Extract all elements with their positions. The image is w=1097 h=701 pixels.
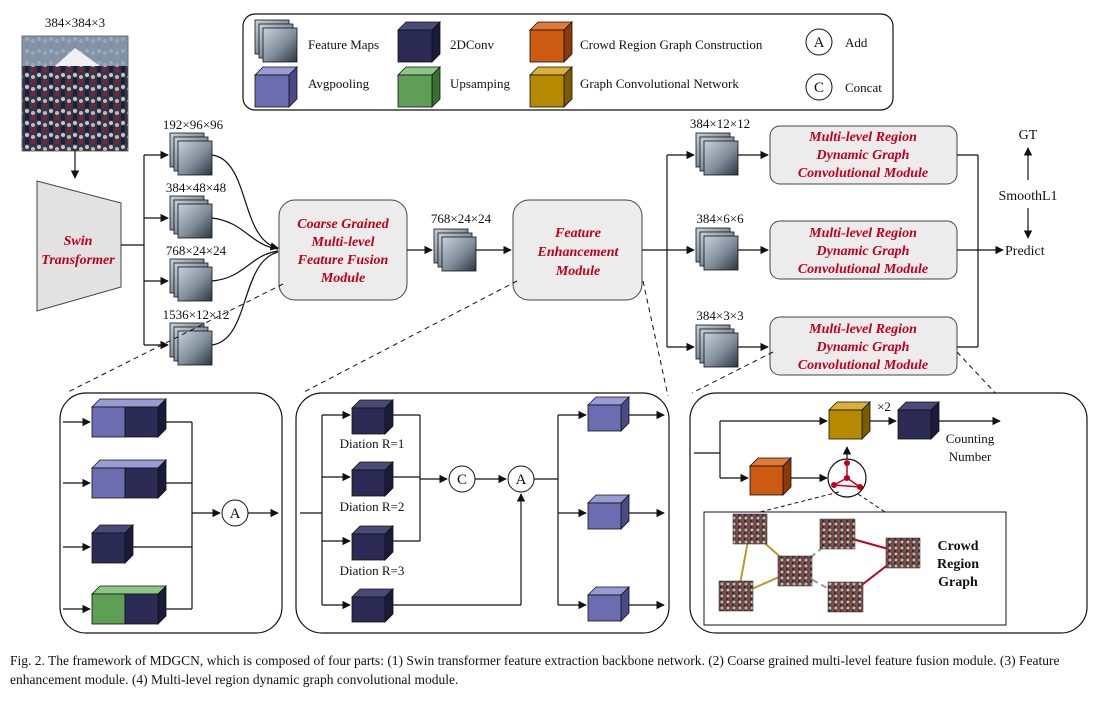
swin-backbone [36,180,122,312]
region-patch-4 [819,518,856,550]
legend-avgpool-icon [254,66,298,108]
branch-size-3: 384×3×3 [696,308,743,323]
region-patch-5 [885,537,921,569]
figure-caption: Fig. 2. The framework of MDGCN, which is… [10,653,1060,687]
feature-map-stack-3 [169,258,213,302]
counting-line2: Number [949,449,992,464]
branch-stack-3 [695,324,739,368]
fusion-line2: Multi-level [311,235,375,250]
gcn2-line2: Dynamic Graph [816,244,910,259]
feature-size-2: 384×48×48 [166,180,226,195]
dilation-label-2: Diation R=2 [340,499,405,514]
legend-upsample-icon [397,66,441,108]
gcn1-line1: Multi-level Region [808,130,917,145]
legend-add-icon [805,28,833,56]
feature-size-1: 192×96×96 [163,117,224,132]
legend-concat-label: Concat [845,80,882,95]
legend-feature-maps-label: Feature Maps [308,37,379,52]
legend-concat-icon [805,73,833,101]
enhancement-line3: Module [555,264,600,279]
dilated-conv-3 [351,525,394,561]
gt-label: GT [1019,128,1038,143]
enhancement-detail-box [295,392,670,634]
legend-region-label: Crowd Region Graph Construction [580,37,763,52]
legend-add-label: Add [845,35,868,50]
fusion-line4: Module [320,271,365,286]
legend-conv-icon [397,21,441,63]
legend-feature-maps-icon [254,19,298,63]
dilation-label-3: Diation R=3 [340,563,405,578]
gcn1-line2: Dynamic Graph [816,148,910,163]
graph-label-line1: Crowd [938,539,979,554]
fusion-detail-box [59,392,283,634]
gcn3-line2: Dynamic Graph [816,340,910,355]
fused-size: 768×24×24 [431,211,492,226]
region-patch-6 [827,581,864,613]
feature-map-stack-4 [169,322,213,366]
input-size-label: 384×384×3 [45,15,105,30]
legend-concat-symbol: C [814,80,824,96]
skip-conv [351,588,394,623]
fusion-avgpool-conv-block-2 [91,459,167,499]
gcn-module-3 [769,316,958,376]
legend-upsample-label: Upsamping [450,76,510,91]
feature-size-3: 768×24×24 [166,243,227,258]
region-patch-2 [777,555,813,587]
enhance-avgpool-2 [587,494,630,530]
fusion-avgpool-conv-block-1 [91,398,167,438]
gcn2-line3: Convolutional Module [798,262,928,277]
fused-feature-stack [433,228,477,272]
graph-node-icon [827,458,867,498]
graph-label-line2: Region [937,557,979,572]
gcn3-line1: Multi-level Region [808,322,917,337]
branch-stack-2 [695,227,739,271]
enhance-concat-symbol: C [457,472,467,488]
branch-stack-1 [695,132,739,176]
region-construction-block [749,457,792,496]
legend-gcn-label: Graph Convolutional Network [580,76,739,91]
gcn-repeat-label: ×2 [877,399,891,414]
enhance-add-symbol: A [516,472,527,488]
fusion-add-symbol: A [230,506,241,522]
region-patch-3 [718,580,754,612]
fusion-line3: Feature Fusion [297,253,389,268]
feature-map-stack-1 [169,132,213,176]
dilated-conv-2 [351,461,394,497]
enhance-avgpool-1 [587,396,630,432]
branch-size-2: 384×6×6 [696,211,744,226]
gcn3-line3: Convolutional Module [798,358,928,373]
enhance-avgpool-3 [587,586,630,622]
gcn2-line1: Multi-level Region [808,226,917,241]
counting-line1: Counting [946,431,995,446]
input-crowd-image [21,35,129,152]
framework-diagram: Feature Maps 2DConv Crowd Region Graph C… [21,13,1088,634]
enhancement-line2: Enhancement [537,245,620,260]
gcn1-line3: Convolutional Module [798,166,928,181]
legend-conv-label: 2DConv [450,37,495,52]
branch-size-1: 384×12×12 [690,116,750,131]
legend-region-icon [529,21,573,63]
predict-label: Predict [1005,244,1045,259]
graph-label-line3: Graph [938,575,978,590]
backbone-line2: Transformer [41,253,115,268]
fusion-upsample-conv-block-4 [91,585,167,625]
fusion-line1: Coarse Grained [297,217,389,232]
legend-avgpool-label: Avgpooling [308,76,370,91]
region-patch-1 [732,513,768,545]
gcn-block [828,401,871,440]
enhancement-line1: Feature [554,226,601,241]
counting-conv-block [897,401,940,440]
legend-add-symbol: A [814,35,825,51]
legend-gcn-icon [529,66,573,108]
dilation-label-1: Diation R=1 [340,436,405,451]
dilated-conv-1 [351,399,394,435]
feature-size-4: 1536×12×12 [163,307,230,322]
feature-map-stack-2 [169,195,213,239]
loss-label: SmoothL1 [998,189,1057,204]
backbone-line1: Swin [64,234,93,249]
fusion-conv-block-3 [91,524,134,564]
